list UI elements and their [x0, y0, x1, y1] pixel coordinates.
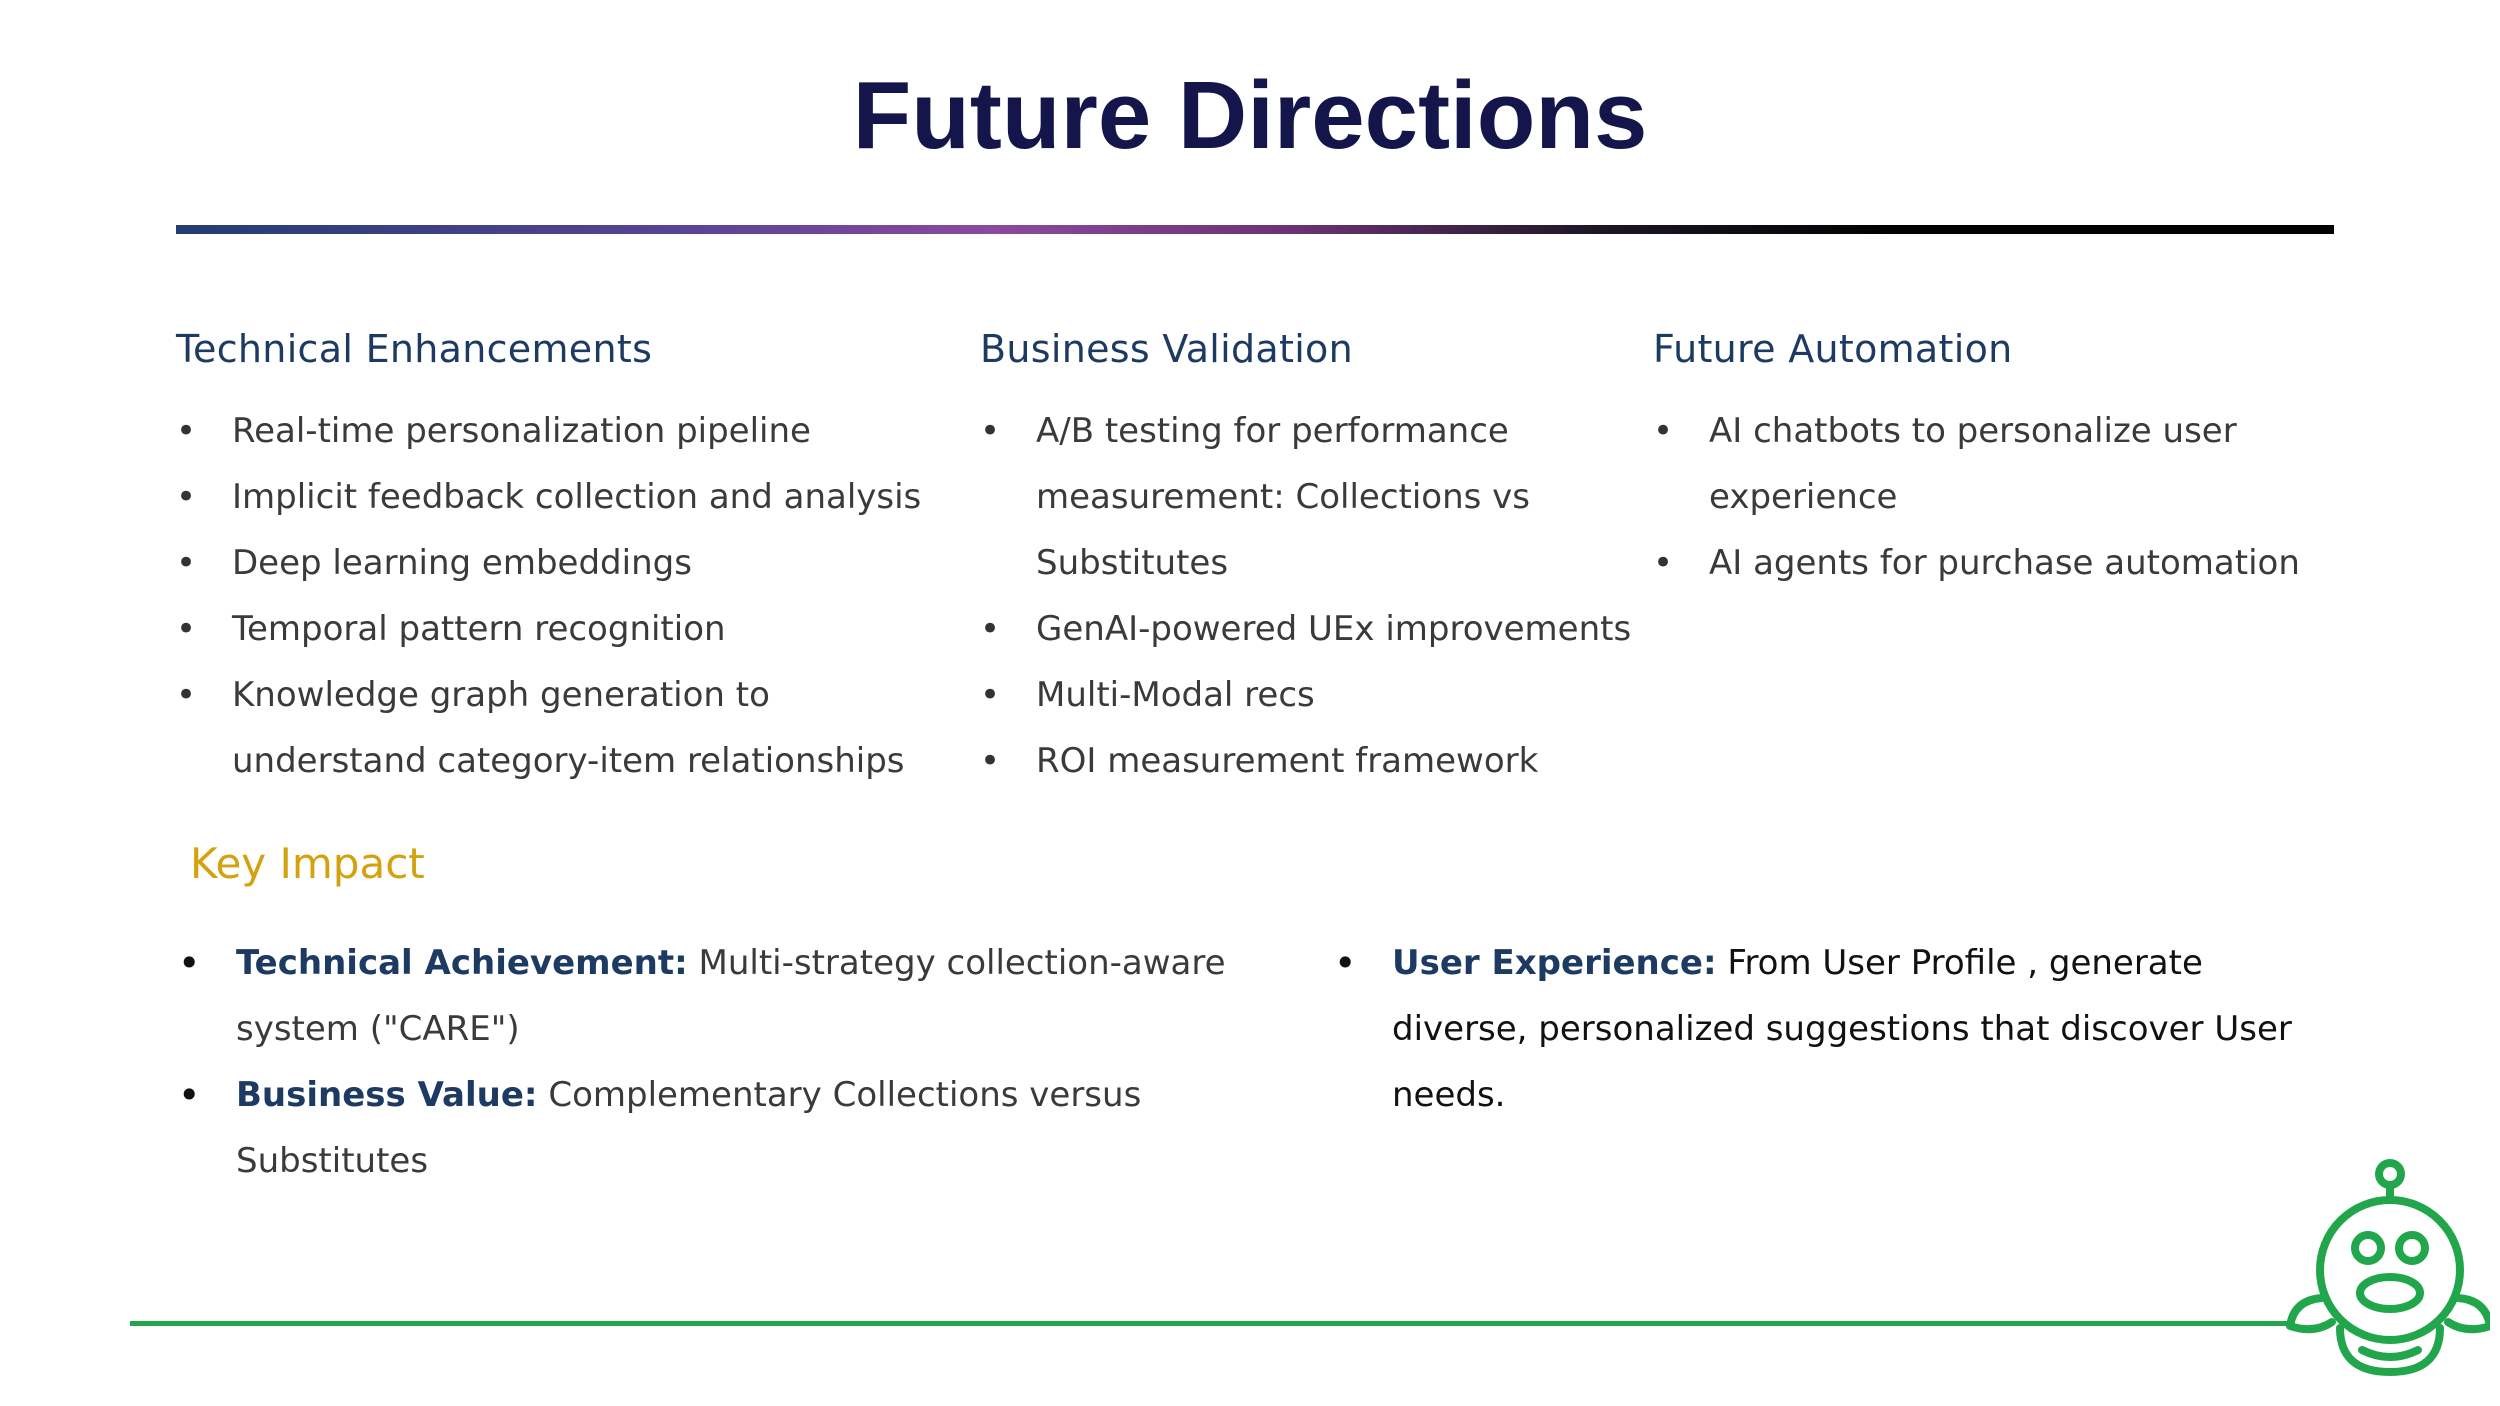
bullet-icon: •: [176, 675, 197, 715]
impact-list: • Technical Achievement: Multi-strategy c…: [178, 930, 1318, 1194]
bullet-list: •AI chatbots to personalize user experie…: [1653, 398, 2353, 596]
gradient-divider: [176, 225, 2334, 234]
robot-mascot-icon: [2286, 1159, 2490, 1376]
bullet-list: •A/B testing for performance measurement…: [980, 398, 1680, 794]
column-business-validation: Business Validation •A/B testing for per…: [980, 318, 1680, 794]
bullet-icon: •: [980, 741, 1001, 781]
list-item: •Real-time personalization pipeline: [176, 398, 936, 464]
list-item: •GenAI-powered UEx improvements: [980, 596, 1680, 662]
bullet-icon: •: [178, 941, 201, 985]
list-item: •AI agents for purchase automation: [1653, 530, 2353, 596]
bullet-icon: •: [980, 411, 1001, 451]
list-item: •Deep learning embeddings: [176, 530, 936, 596]
impact-list: • User Experience: From User Profile , ge…: [1334, 930, 2334, 1128]
column-technical-enhancements: Technical Enhancements •Real-time person…: [176, 318, 936, 794]
impact-lead: Business Value:: [236, 1075, 538, 1115]
column-heading: Future Automation: [1653, 327, 2013, 371]
list-item: •Multi-Modal recs: [980, 662, 1680, 728]
list-item: •Knowledge graph generation to understan…: [176, 662, 936, 794]
bullet-icon: •: [176, 543, 197, 583]
list-item: •ROI measurement framework: [980, 728, 1680, 794]
list-item: •A/B testing for performance measurement…: [980, 398, 1680, 596]
column-heading: Technical Enhancements: [176, 327, 653, 371]
bullet-icon: •: [176, 609, 197, 649]
bullet-icon: •: [178, 1073, 201, 1117]
impact-lead: Technical Achievement:: [236, 943, 688, 983]
column-future-automation: Future Automation •AI chatbots to person…: [1653, 318, 2353, 596]
key-impact-right: • User Experience: From User Profile , ge…: [1334, 930, 2334, 1128]
key-impact-heading: Key Impact: [190, 839, 425, 888]
column-heading: Business Validation: [980, 327, 1353, 371]
impact-text: From User Profile , generate diverse, pe…: [1392, 943, 2292, 1115]
list-item: •Implicit feedback collection and analys…: [176, 464, 936, 530]
bullet-icon: •: [1334, 941, 1357, 985]
slide-title: Future Directions: [852, 62, 1648, 169]
bullet-icon: •: [980, 609, 1001, 649]
impact-item: • User Experience: From User Profile , ge…: [1334, 930, 2334, 1128]
bullet-list: •Real-time personalization pipeline •Imp…: [176, 398, 936, 794]
impact-item: • Technical Achievement: Multi-strategy c…: [178, 930, 1318, 1062]
bullet-icon: •: [1653, 543, 1674, 583]
bullet-icon: •: [176, 477, 197, 517]
key-impact-left: • Technical Achievement: Multi-strategy c…: [178, 930, 1318, 1194]
list-item: •Temporal pattern recognition: [176, 596, 936, 662]
impact-item: • Business Value: Complementary Collectio…: [178, 1062, 1318, 1194]
bullet-icon: •: [176, 411, 197, 451]
bullet-icon: •: [980, 675, 1001, 715]
bullet-icon: •: [1653, 411, 1674, 451]
impact-text: Complementary Collections versus Substit…: [236, 1075, 1142, 1181]
impact-lead: User Experience:: [1392, 943, 1717, 983]
list-item: •AI chatbots to personalize user experie…: [1653, 398, 2353, 530]
bottom-accent-line: [130, 1321, 2290, 1326]
impact-text: Multi-strategy collection-aware system (…: [236, 943, 1226, 1049]
